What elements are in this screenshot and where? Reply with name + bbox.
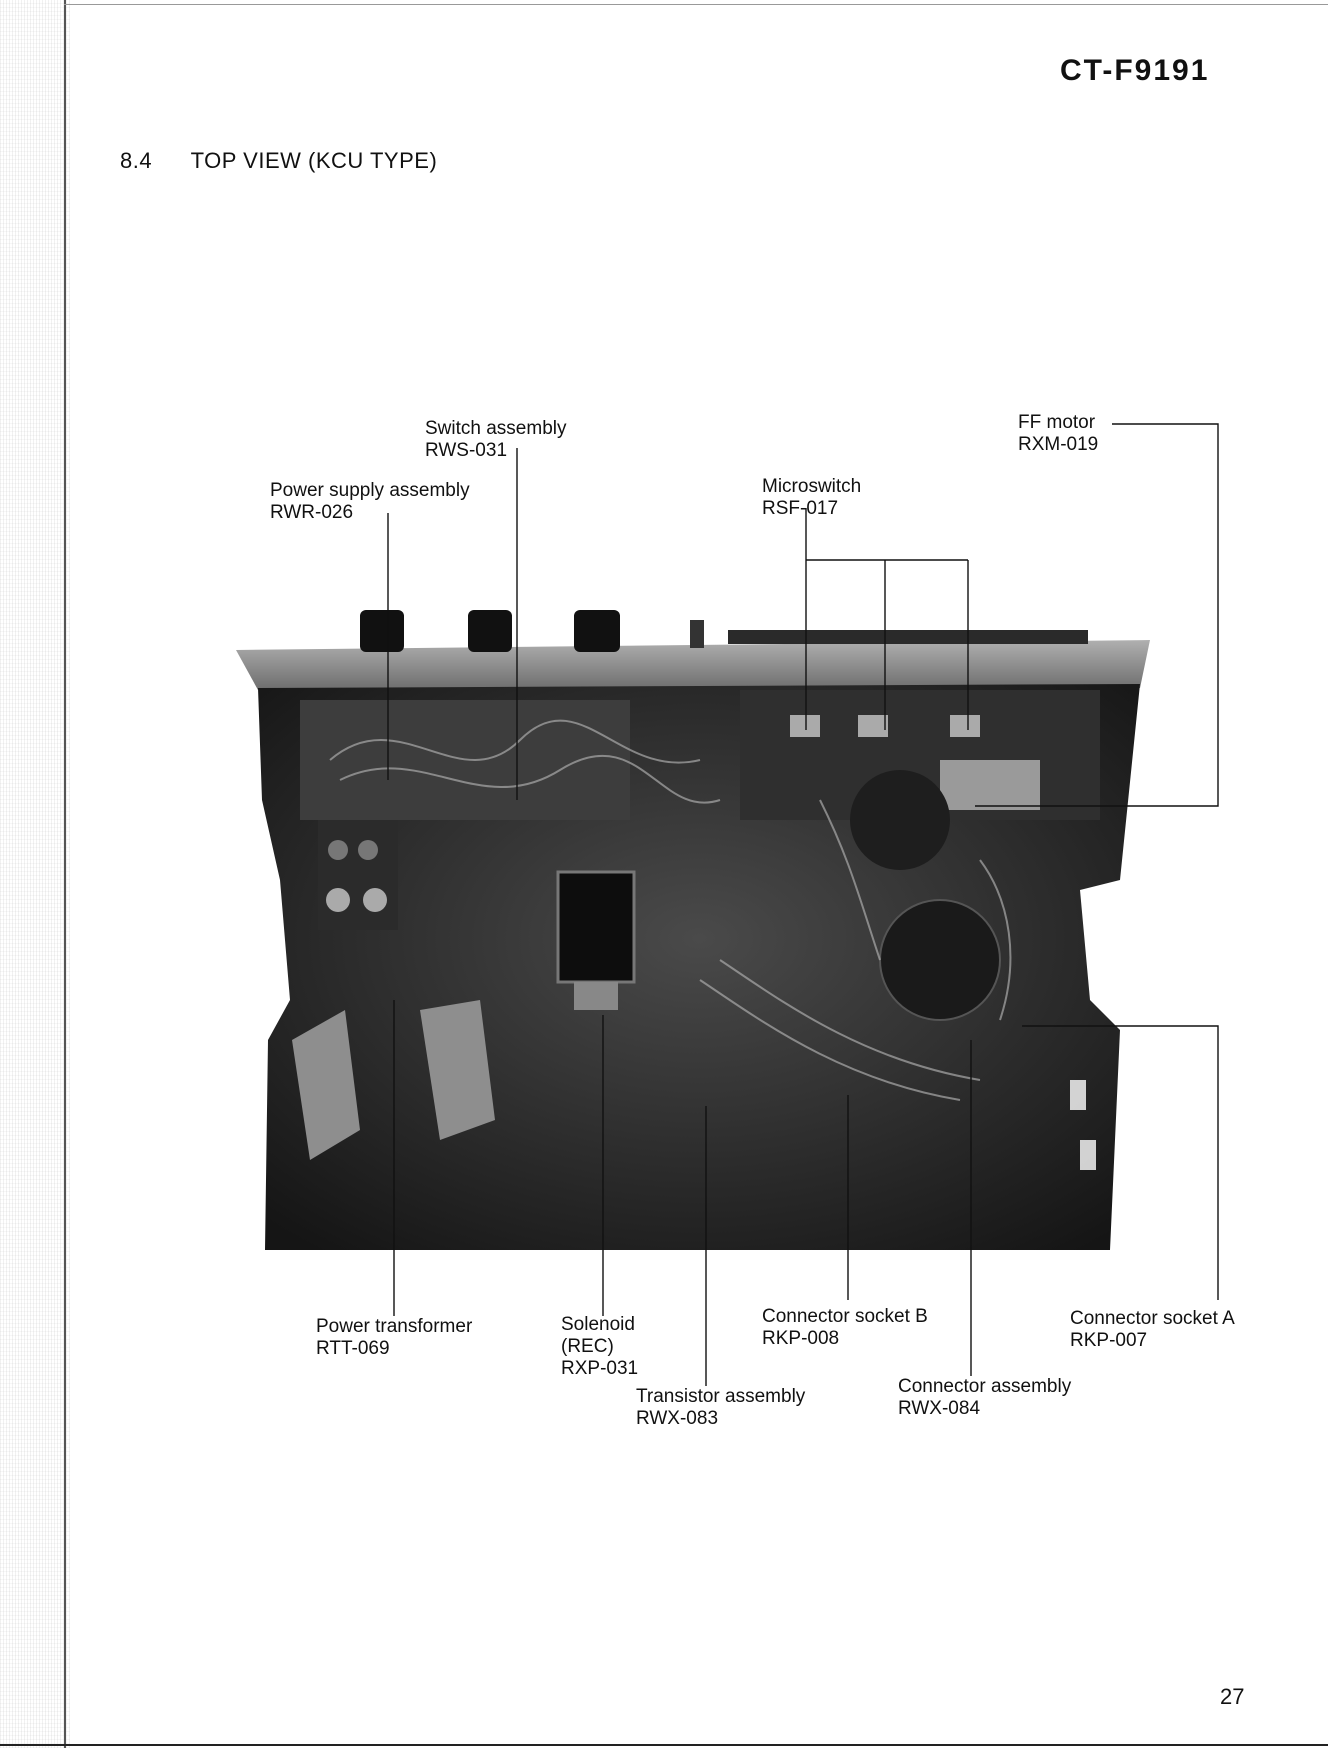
label-part: RWX-083 [636, 1408, 805, 1430]
label-name: Transistor assembly [636, 1386, 805, 1408]
knob-1 [360, 610, 404, 652]
label-name: Power supply assembly [270, 480, 470, 502]
label-ff-motor: FF motor RXM-019 [1018, 412, 1098, 456]
label-part: RKP-007 [1070, 1330, 1235, 1352]
power-supply-board [318, 820, 398, 930]
page-number: 27 [1220, 1684, 1244, 1710]
label-name: Power transformer [316, 1316, 472, 1338]
ff-motor-bracket [940, 760, 1040, 810]
label-name: Connector socket B [762, 1306, 928, 1328]
label-name: Connector socket A [1070, 1308, 1235, 1330]
label-part: RWR-026 [270, 502, 470, 524]
capstan-motor [880, 900, 1000, 1020]
label-name: Solenoid [561, 1314, 638, 1336]
ff-motor [850, 770, 950, 870]
label-connector-socket-b: Connector socket B RKP-008 [762, 1306, 928, 1350]
label-transistor-assembly: Transistor assembly RWX-083 [636, 1386, 805, 1430]
label-part: RTT-069 [316, 1338, 472, 1360]
label-name: Microswitch [762, 476, 861, 498]
label-connector-socket-a: Connector socket A RKP-007 [1070, 1308, 1235, 1352]
label-part: RSF-017 [762, 498, 861, 520]
label-microswitch: Microswitch RSF-017 [762, 476, 861, 520]
panel-slot [728, 630, 1088, 644]
label-part: RKP-008 [762, 1328, 928, 1350]
label-sub: (REC) [561, 1336, 638, 1358]
label-name: Connector assembly [898, 1376, 1071, 1398]
label-power-supply-assembly: Power supply assembly RWR-026 [270, 480, 470, 524]
label-part: RXM-019 [1018, 434, 1098, 456]
label-switch-assembly: Switch assembly RWS-031 [425, 418, 567, 462]
label-power-transformer: Power transformer RTT-069 [316, 1316, 472, 1360]
label-part: RWS-031 [425, 440, 567, 462]
switch-post [690, 620, 704, 648]
label-solenoid: Solenoid (REC) RXP-031 [561, 1314, 638, 1380]
knob-3 [574, 610, 620, 652]
knob-2 [468, 610, 512, 652]
label-name: Switch assembly [425, 418, 567, 440]
label-part: RXP-031 [561, 1358, 638, 1380]
label-part: RWX-084 [898, 1398, 1071, 1420]
label-name: FF motor [1018, 412, 1098, 434]
solenoid-body [558, 872, 634, 982]
label-connector-assembly: Connector assembly RWX-084 [898, 1376, 1071, 1420]
